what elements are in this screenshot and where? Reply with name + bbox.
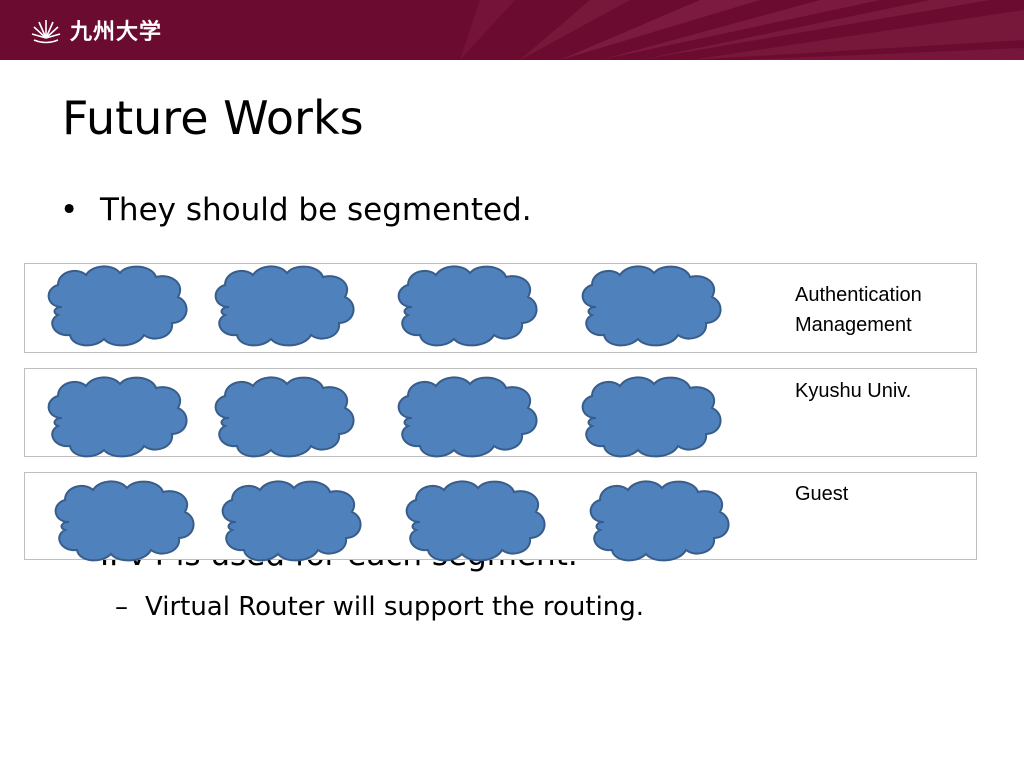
bullet-dot: •	[60, 192, 79, 228]
cloud-icon	[397, 265, 538, 347]
university-logo: 九州大学	[28, 12, 162, 48]
slide-title: Future Works	[62, 91, 364, 145]
cloud-icon	[589, 480, 730, 562]
segment-label-line: Kyushu Univ.	[795, 380, 912, 402]
cloud-icon	[581, 265, 722, 347]
header-bar: 九州大学	[0, 0, 1024, 60]
cloud-icon	[405, 480, 546, 562]
bullet-item: • They should be segmented.	[60, 190, 532, 230]
sub-bullet-item: – Virtual Router will support the routin…	[115, 590, 645, 624]
cloud-icon	[54, 480, 195, 562]
cloud-icon	[214, 376, 355, 458]
sub-bullet-text: Virtual Router will support the routing.	[145, 592, 645, 622]
cloud-icon	[221, 480, 362, 562]
segment-label-line: Guest	[795, 483, 849, 505]
logo-text: 九州大学	[70, 20, 163, 45]
cloud-icon	[47, 265, 188, 347]
segment-label: Guest	[795, 479, 848, 509]
segment-label: Authentication Management	[795, 280, 922, 340]
segment-label-line: Authentication	[795, 284, 922, 306]
kyushu-university-emblem-icon	[31, 20, 61, 44]
segment-label-line: Management	[795, 314, 912, 336]
bullet-text: They should be segmented.	[100, 192, 532, 228]
cloud-icon	[397, 376, 538, 458]
cloud-icon	[581, 376, 722, 458]
cloud-icon	[47, 376, 188, 458]
cloud-icon	[214, 265, 355, 347]
sub-bullet-dash: –	[115, 592, 128, 622]
segment-label: Kyushu Univ.	[795, 376, 911, 406]
header-ray-decoration	[460, 0, 1024, 60]
